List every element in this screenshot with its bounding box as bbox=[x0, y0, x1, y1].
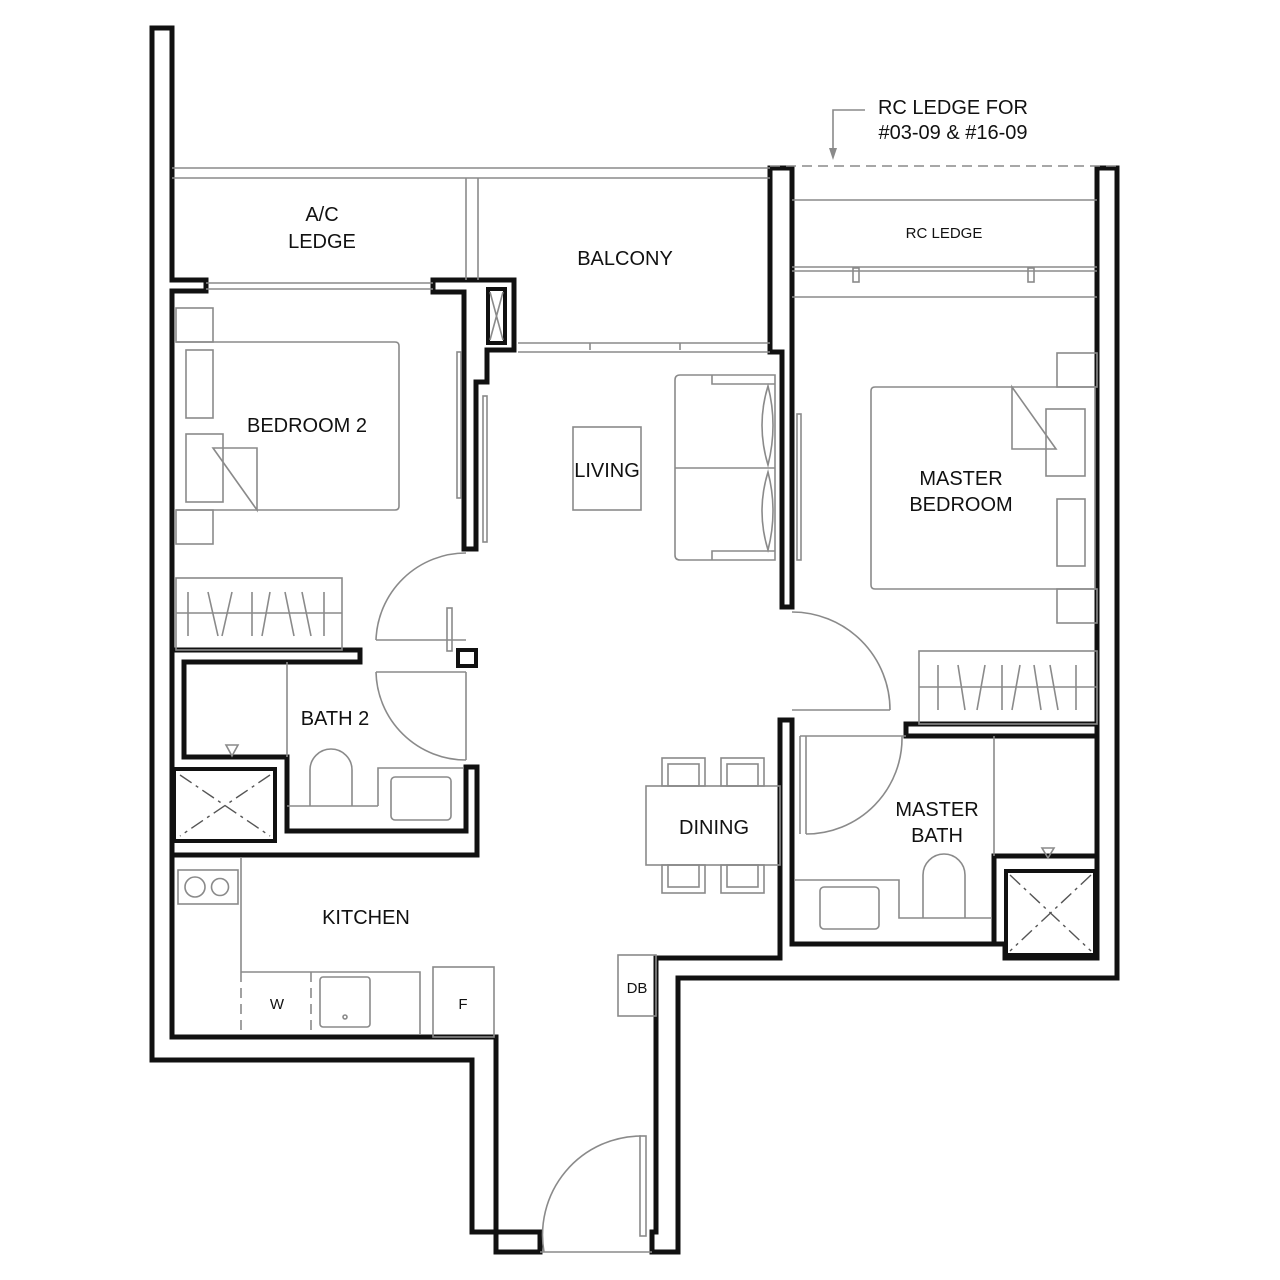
door-column bbox=[456, 648, 478, 668]
ac-ledge-label-1: A/C bbox=[305, 204, 338, 226]
master-bedroom-label-1: MASTER bbox=[919, 468, 1002, 490]
bath2-label: BATH 2 bbox=[301, 708, 370, 730]
living-label: LIVING bbox=[574, 460, 640, 482]
toilet-master bbox=[922, 853, 966, 918]
annotation-line-2: #03-09 & #16-09 bbox=[878, 122, 1027, 144]
bath2-shower bbox=[172, 767, 277, 843]
master-shower bbox=[1004, 869, 1097, 957]
service-shaft bbox=[486, 287, 507, 345]
basin-master bbox=[819, 886, 880, 930]
master-bed bbox=[870, 386, 1096, 590]
bath2-walls bbox=[169, 647, 480, 858]
toilet-bath2 bbox=[309, 748, 353, 806]
ac-ledge-label-2: LEDGE bbox=[288, 231, 356, 253]
master-bath-label-1: MASTER bbox=[895, 799, 978, 821]
shaft-cross-icon bbox=[489, 291, 504, 341]
labels: A/C LEDGE BALCONY RC LEDGE RC LEDGE FOR … bbox=[247, 97, 1028, 1013]
distribution-board bbox=[617, 954, 657, 1017]
hob bbox=[177, 869, 239, 905]
balcony-label: BALCONY bbox=[577, 248, 673, 270]
master-bath-label-2: BATH bbox=[911, 825, 963, 847]
master-bath-wall bbox=[991, 733, 1100, 947]
washer-label: W bbox=[270, 996, 285, 1013]
bedroom2-partition bbox=[430, 277, 517, 552]
bed2 bbox=[176, 341, 400, 511]
fridge-label: F bbox=[458, 996, 467, 1013]
kitchen-label: KITCHEN bbox=[322, 907, 410, 929]
annotation-line-1: RC LEDGE FOR bbox=[878, 97, 1028, 119]
living-master-partition bbox=[767, 165, 795, 610]
wardrobe-bed2 bbox=[175, 577, 343, 651]
dining-label: DINING bbox=[679, 817, 749, 839]
basin-bath2 bbox=[390, 776, 452, 821]
fridge-space bbox=[432, 966, 495, 1038]
rc-ledge-label: RC LEDGE bbox=[906, 225, 983, 242]
ledge-lines bbox=[172, 109, 1117, 353]
bedroom2-label: BEDROOM 2 bbox=[247, 415, 367, 437]
walls bbox=[149, 25, 1120, 1255]
sink bbox=[319, 976, 371, 1028]
dining-table bbox=[645, 785, 781, 866]
master-bedroom-label-2: BEDROOM bbox=[909, 494, 1012, 516]
furniture bbox=[175, 307, 1098, 1253]
sofa bbox=[674, 374, 776, 561]
db-label: DB bbox=[627, 980, 648, 997]
coffee-table bbox=[572, 426, 642, 511]
west-wall bbox=[149, 25, 543, 1255]
